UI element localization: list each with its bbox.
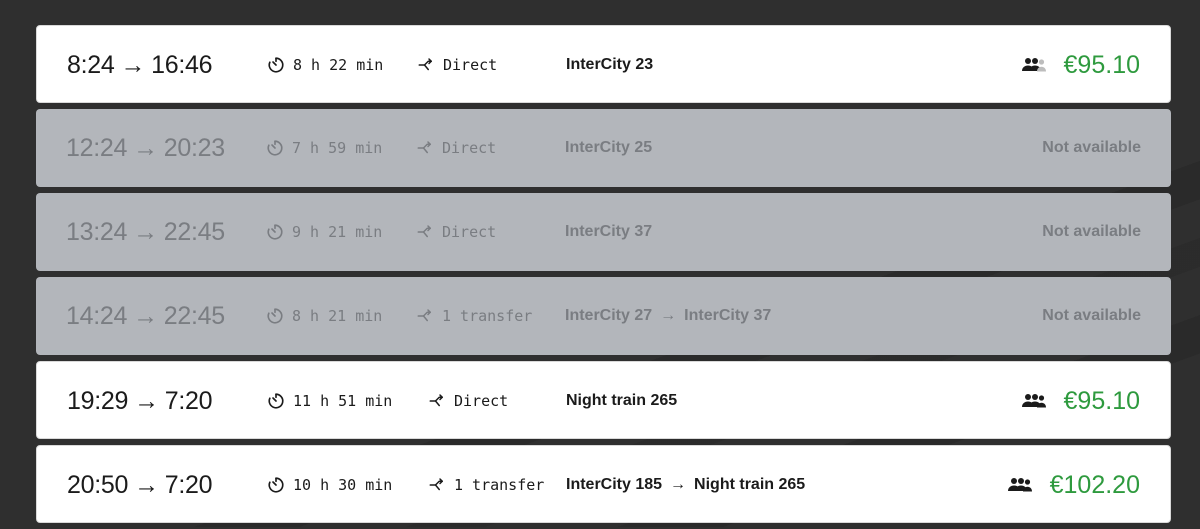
departure-time: 8:24 — [67, 51, 115, 79]
timer-icon — [267, 392, 285, 410]
journey-times: 20:50→7:20 — [67, 446, 213, 522]
journey-row[interactable]: 12:24→20:23 7 h 59 min Direct InterCity 25 N… — [36, 109, 1171, 187]
group-icon — [1021, 393, 1046, 409]
journey-transfers: Direct — [428, 362, 545, 438]
arrival-time: 7:20 — [164, 471, 213, 499]
price[interactable]: €95.10 — [1063, 386, 1140, 415]
price[interactable]: €102.20 — [1049, 470, 1140, 499]
journey-row[interactable]: 19:29→7:20 11 h 51 min Direct Night train 2… — [36, 361, 1171, 439]
journey-duration: 9 h 21 min — [266, 193, 382, 271]
arrival-time: 22:45 — [163, 302, 225, 330]
journey-duration: 8 h 22 min — [267, 26, 384, 102]
group-icon — [1021, 57, 1046, 73]
journey-price-area: Not available — [1042, 277, 1141, 355]
timer-icon — [267, 476, 285, 494]
train-names: Night train 265 — [566, 362, 678, 438]
journey-duration: 8 h 21 min — [266, 277, 382, 355]
availability-status: Not available — [1042, 223, 1141, 240]
arrow-icon: → — [134, 471, 159, 499]
journey-times: 8:24→16:46 — [67, 26, 213, 102]
duration-text: 8 h 22 min — [293, 56, 384, 74]
arrow-icon: → — [133, 218, 158, 246]
arrow-icon: → — [133, 134, 158, 162]
route-icon — [428, 476, 446, 494]
train-names: InterCity 185 → Night train 265 — [566, 446, 806, 522]
journey-price-area: Not available — [1042, 193, 1141, 271]
train-names: InterCity 23 — [566, 26, 654, 102]
journey-times: 19:29→7:20 — [67, 362, 213, 438]
arrival-time: 20:23 — [163, 134, 225, 162]
route-icon — [416, 139, 434, 157]
route-icon — [416, 307, 434, 325]
journey-row[interactable]: 13:24→22:45 9 h 21 min Direct InterCity 37 N… — [36, 193, 1171, 271]
journey-times: 12:24→20:23 — [66, 109, 225, 187]
timer-icon — [267, 56, 285, 74]
transfers-text: Direct — [442, 223, 497, 241]
journey-transfers: 1 transfer — [428, 446, 545, 522]
duration-text: 9 h 21 min — [292, 223, 383, 241]
arrow-icon: → — [660, 307, 677, 324]
train-name: InterCity 27 — [565, 307, 653, 324]
transfers-text: Direct — [443, 56, 498, 74]
transfers-text: Direct — [454, 392, 509, 410]
journey-duration: 7 h 59 min — [266, 109, 382, 187]
train-names: InterCity 25 — [565, 109, 652, 187]
train-name: Night train 265 — [566, 392, 678, 409]
train-name: InterCity 37 — [684, 307, 772, 324]
train-name: InterCity 37 — [565, 223, 653, 240]
departure-time: 19:29 — [67, 387, 129, 415]
journey-times: 14:24→22:45 — [66, 277, 225, 355]
journey-transfers: Direct — [416, 193, 544, 271]
arrival-time: 16:46 — [151, 51, 213, 79]
journey-transfers: Direct — [416, 109, 544, 187]
timer-icon — [266, 307, 284, 325]
arrow-icon: → — [670, 476, 687, 493]
journey-duration: 10 h 30 min — [267, 446, 393, 522]
timer-icon — [266, 139, 284, 157]
price[interactable]: €95.10 — [1063, 50, 1140, 79]
arrival-time: 22:45 — [163, 218, 225, 246]
transfers-text: 1 transfer — [454, 476, 545, 494]
group-icon — [1007, 477, 1032, 493]
journey-price-area: €95.10 — [1021, 362, 1140, 438]
departure-time: 12:24 — [66, 134, 128, 162]
availability-status: Not available — [1042, 307, 1141, 324]
journey-times: 13:24→22:45 — [66, 193, 225, 271]
arrow-icon: → — [133, 302, 158, 330]
departure-time: 20:50 — [67, 471, 129, 499]
journey-price-area: €102.20 — [1007, 446, 1140, 522]
train-name: InterCity 25 — [565, 139, 653, 156]
train-name: InterCity 23 — [566, 56, 654, 73]
departure-time: 13:24 — [66, 218, 128, 246]
duration-text: 7 h 59 min — [292, 139, 383, 157]
timer-icon — [266, 223, 284, 241]
duration-text: 10 h 30 min — [293, 476, 393, 494]
arrow-icon: → — [120, 51, 146, 79]
arrival-time: 7:20 — [164, 387, 213, 415]
journey-row[interactable]: 8:24→16:46 8 h 22 min Direct InterCity 23 €9… — [36, 25, 1171, 103]
journey-transfers: Direct — [417, 26, 545, 102]
transfers-text: 1 transfer — [442, 307, 533, 325]
train-names: InterCity 27 → InterCity 37 — [565, 277, 771, 355]
train-name: Night train 265 — [694, 476, 806, 493]
journey-price-area: €95.10 — [1021, 26, 1140, 102]
journey-price-area: Not available — [1042, 109, 1141, 187]
journey-duration: 11 h 51 min — [267, 362, 393, 438]
route-icon — [417, 56, 435, 74]
train-names: InterCity 37 — [565, 193, 652, 271]
departure-time: 14:24 — [66, 302, 128, 330]
route-icon — [428, 392, 446, 410]
arrow-icon: → — [134, 387, 159, 415]
journey-transfers: 1 transfer — [416, 277, 544, 355]
duration-text: 11 h 51 min — [293, 392, 393, 410]
duration-text: 8 h 21 min — [292, 307, 383, 325]
transfers-text: Direct — [442, 139, 497, 157]
train-name: InterCity 185 — [566, 476, 663, 493]
availability-status: Not available — [1042, 139, 1141, 156]
route-icon — [416, 223, 434, 241]
